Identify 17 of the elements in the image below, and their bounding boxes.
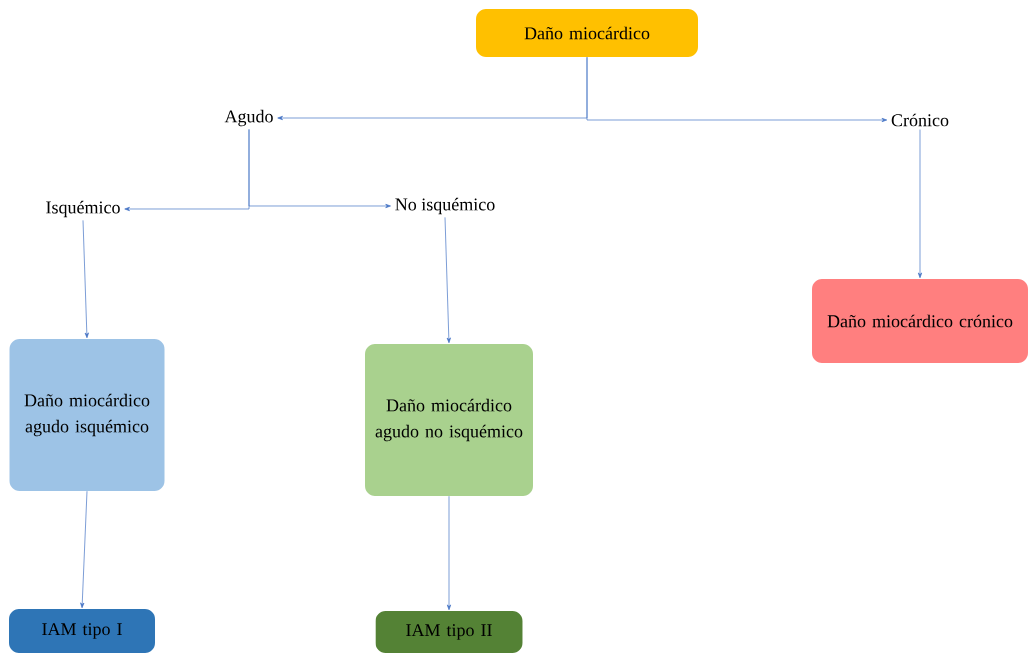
type-box: IAM tipo I (9, 609, 155, 653)
outcome-box: Daño miocárdico agudo no isquémico (365, 344, 533, 496)
category-label: Agudo (224, 109, 273, 127)
arrow (586, 56, 888, 123)
category-box: Daño miocárdico (476, 9, 698, 57)
outcome-box: Daño miocárdico crónico (812, 279, 1028, 363)
category-label: No isquémico (395, 197, 495, 215)
arrow (82, 220, 89, 339)
arrow (80, 490, 88, 609)
arrow (248, 129, 391, 209)
arrow (917, 129, 923, 279)
type-box: IAM tipo II (375, 611, 523, 653)
category-label: Crónico (891, 113, 949, 127)
outcome-box: Daño miocárdico agudo isquémico (9, 339, 165, 491)
arrow (444, 217, 451, 344)
arrow (446, 495, 452, 611)
category-label: Isquémico (46, 200, 120, 218)
